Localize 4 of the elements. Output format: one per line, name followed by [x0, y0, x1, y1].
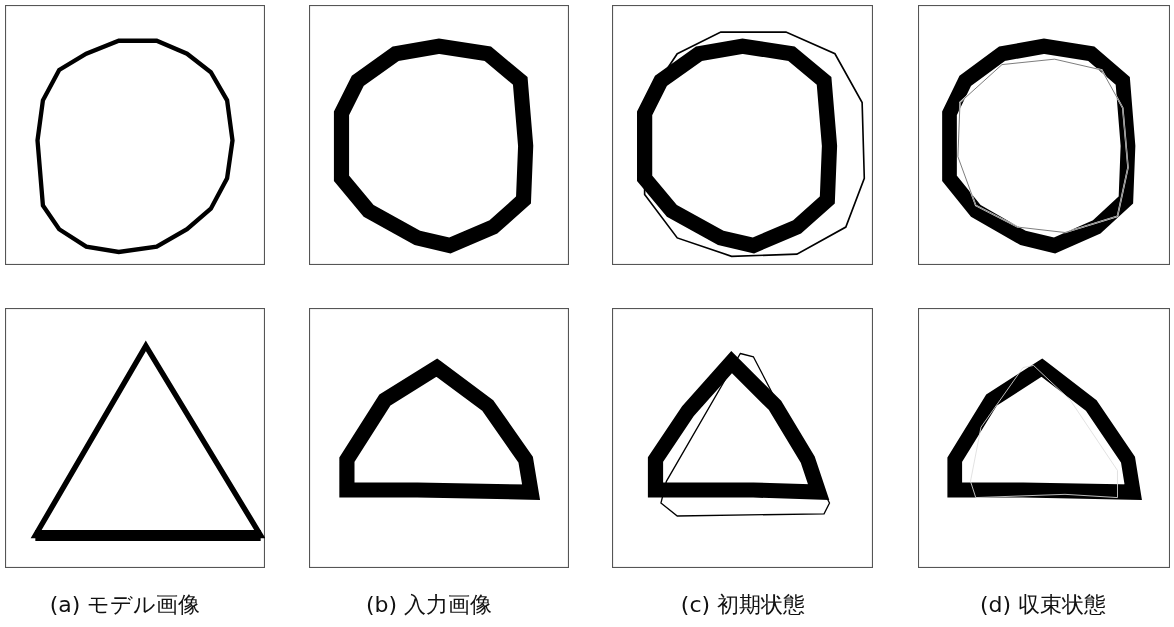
panel-caption: (a) モデル画像 — [49, 591, 201, 619]
panel-caption: (c) 初期状態 — [680, 591, 806, 619]
panel-caption: (d) 収束状態 — [979, 591, 1107, 619]
panel-caption: (b) 入力画像 — [365, 591, 493, 619]
